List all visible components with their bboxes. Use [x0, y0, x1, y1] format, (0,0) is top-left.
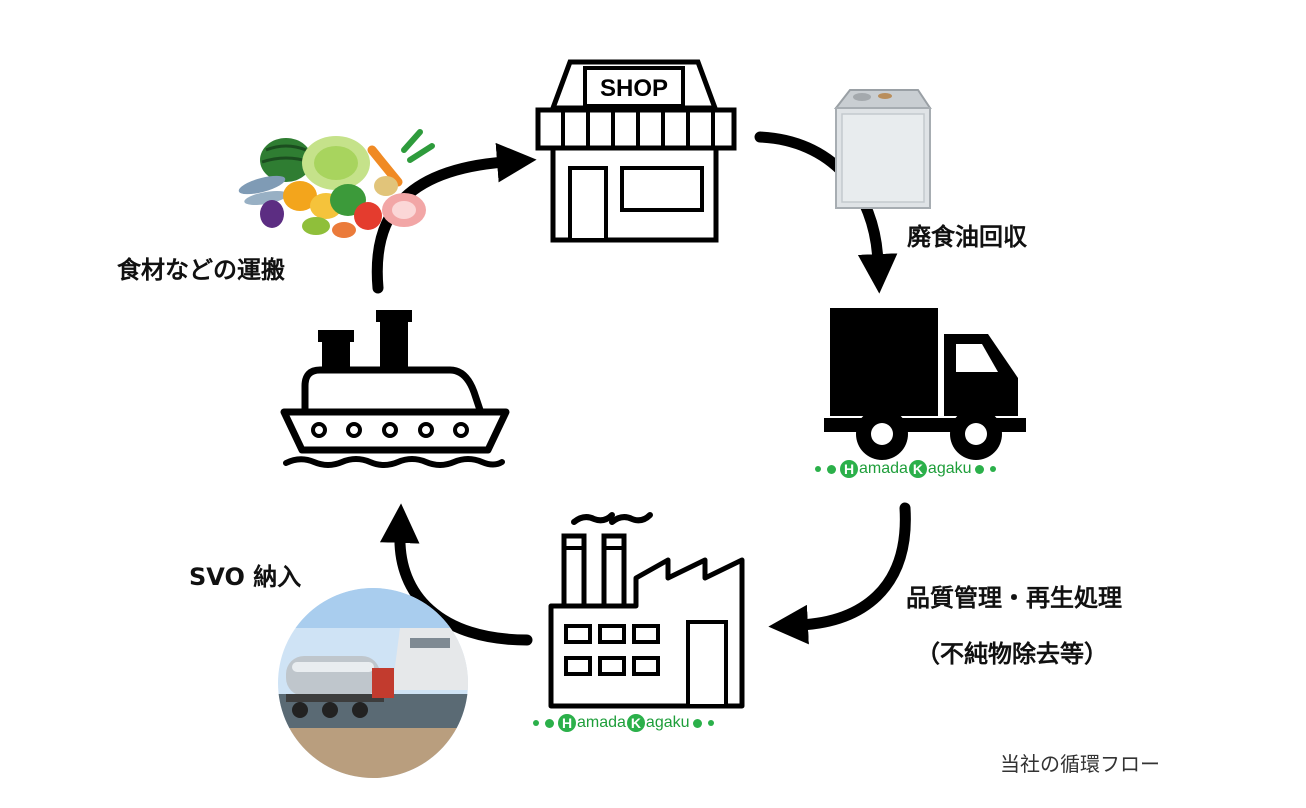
ship-icon [280, 310, 510, 468]
label-impurity-removal: （不純物除去等） [916, 640, 1108, 668]
shop-sign-text: SHOP [600, 75, 668, 102]
arrow-truck-to-factory [768, 502, 911, 645]
label-food-transport: 食材などの運搬 [117, 256, 285, 284]
label-waste-oil-collection: 廃食油回収 [907, 223, 1027, 251]
food-icon [238, 129, 435, 238]
tanker-photo [278, 588, 468, 778]
diagram-caption: 当社の循環フロー [1000, 752, 1160, 776]
oil-can-icon [833, 89, 932, 209]
factory-icon [548, 512, 745, 709]
shop-icon: SHOP [535, 59, 737, 243]
label-svo-delivery: SVO 納入 [189, 563, 302, 591]
truck-icon [824, 308, 1026, 460]
label-quality-regeneration: 品質管理・再生処理 [906, 584, 1122, 612]
